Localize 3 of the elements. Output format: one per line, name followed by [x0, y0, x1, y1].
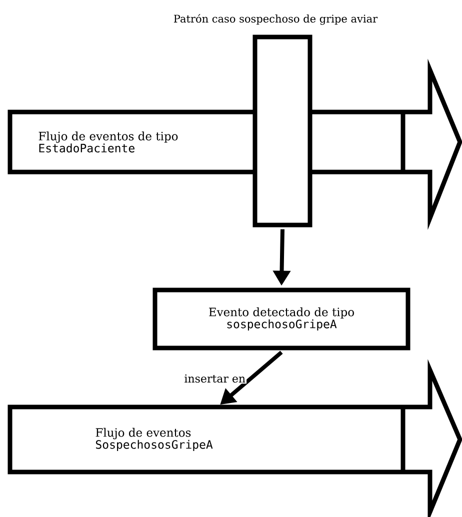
edge-label: insertar en	[183, 373, 247, 384]
node-label: Patrón caso sospechoso de gripe aviar	[174, 14, 378, 25]
event-box: Evento detectado de tipo sospechosoGripeA	[152, 288, 410, 350]
